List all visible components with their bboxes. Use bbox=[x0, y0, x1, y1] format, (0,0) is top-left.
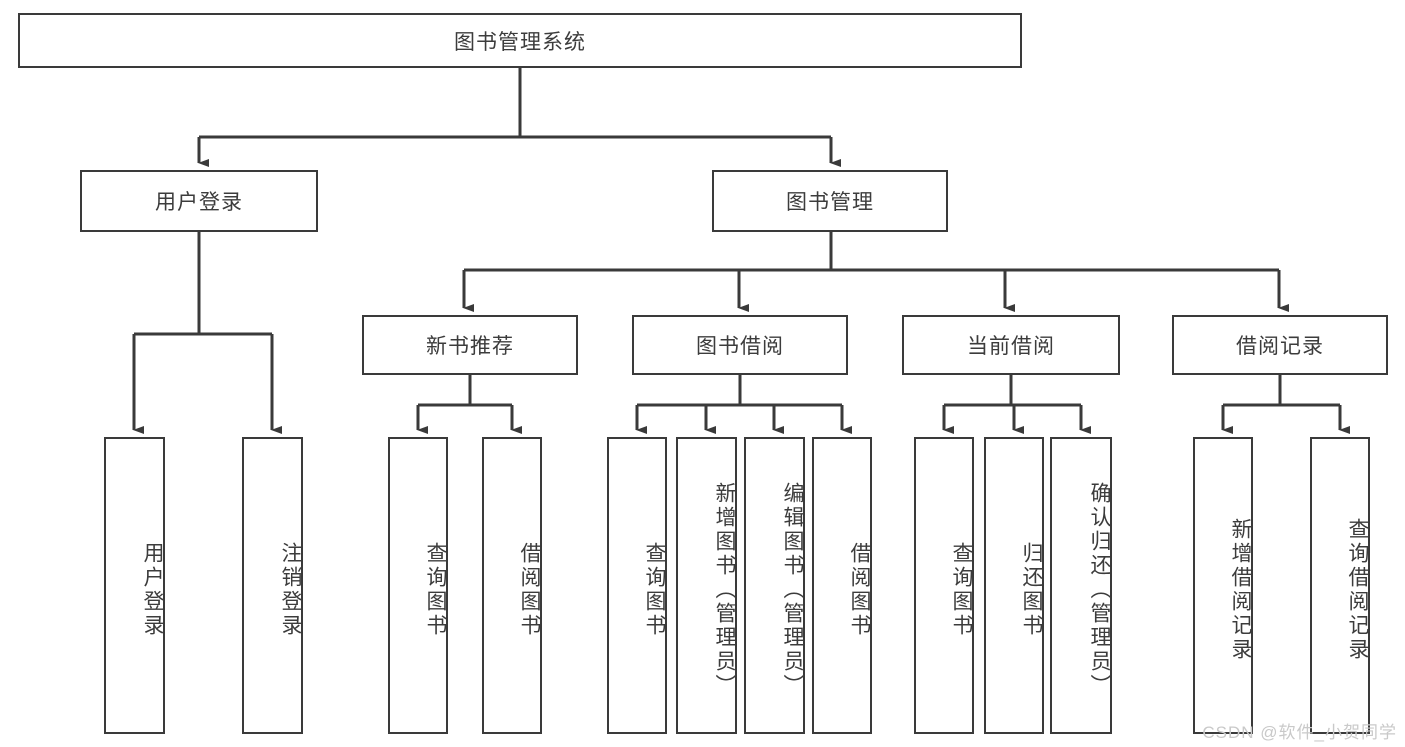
node-new-book-recommend-label: 新书推荐 bbox=[426, 335, 514, 358]
leaf-query-book-3[interactable]: 查询图书 bbox=[914, 437, 974, 734]
leaf-query-record-label: 查询借阅记录 bbox=[1346, 517, 1369, 662]
leaf-query-book-2[interactable]: 查询图书 bbox=[607, 437, 667, 734]
leaf-add-book-label: 新增图书（管理员） bbox=[713, 481, 736, 698]
leaf-edit-book[interactable]: 编辑图书（管理员） bbox=[744, 437, 805, 734]
leaf-borrow-book-2-label: 借阅图书 bbox=[848, 541, 871, 638]
node-book-manage-label: 图书管理 bbox=[786, 191, 874, 214]
leaf-query-record[interactable]: 查询借阅记录 bbox=[1310, 437, 1370, 734]
node-current-borrow[interactable]: 当前借阅 bbox=[902, 315, 1120, 375]
leaf-borrow-book-2[interactable]: 借阅图书 bbox=[812, 437, 872, 734]
leaf-edit-book-label: 编辑图书（管理员） bbox=[781, 481, 804, 698]
leaf-borrow-book-1-label: 借阅图书 bbox=[518, 541, 541, 638]
leaf-logout[interactable]: 注销登录 bbox=[242, 437, 303, 734]
leaf-return-book[interactable]: 归还图书 bbox=[984, 437, 1044, 734]
node-user-login[interactable]: 用户登录 bbox=[80, 170, 318, 232]
leaf-query-book-3-label: 查询图书 bbox=[950, 541, 973, 638]
leaf-user-login-label: 用户登录 bbox=[141, 541, 164, 638]
leaf-query-book-2-label: 查询图书 bbox=[643, 541, 666, 638]
leaf-add-record[interactable]: 新增借阅记录 bbox=[1193, 437, 1253, 734]
leaf-confirm-return-label: 确认归还（管理员） bbox=[1088, 481, 1111, 698]
node-new-book-recommend[interactable]: 新书推荐 bbox=[362, 315, 578, 375]
node-book-borrow[interactable]: 图书借阅 bbox=[632, 315, 848, 375]
node-borrow-record[interactable]: 借阅记录 bbox=[1172, 315, 1388, 375]
leaf-user-login[interactable]: 用户登录 bbox=[104, 437, 165, 734]
leaf-query-book-1-label: 查询图书 bbox=[424, 541, 447, 638]
node-root-label: 图书管理系统 bbox=[454, 30, 586, 54]
node-current-borrow-label: 当前借阅 bbox=[967, 335, 1055, 358]
leaf-return-book-label: 归还图书 bbox=[1020, 541, 1043, 638]
node-book-manage[interactable]: 图书管理 bbox=[712, 170, 948, 232]
node-borrow-record-label: 借阅记录 bbox=[1236, 335, 1324, 358]
leaf-borrow-book-1[interactable]: 借阅图书 bbox=[482, 437, 542, 734]
leaf-add-book[interactable]: 新增图书（管理员） bbox=[676, 437, 737, 734]
leaf-logout-label: 注销登录 bbox=[279, 541, 302, 638]
leaf-add-record-label: 新增借阅记录 bbox=[1229, 517, 1252, 662]
node-user-login-label: 用户登录 bbox=[155, 191, 243, 214]
leaf-confirm-return[interactable]: 确认归还（管理员） bbox=[1050, 437, 1112, 734]
node-root[interactable]: 图书管理系统 bbox=[18, 13, 1022, 68]
leaf-query-book-1[interactable]: 查询图书 bbox=[388, 437, 448, 734]
node-book-borrow-label: 图书借阅 bbox=[696, 335, 784, 358]
